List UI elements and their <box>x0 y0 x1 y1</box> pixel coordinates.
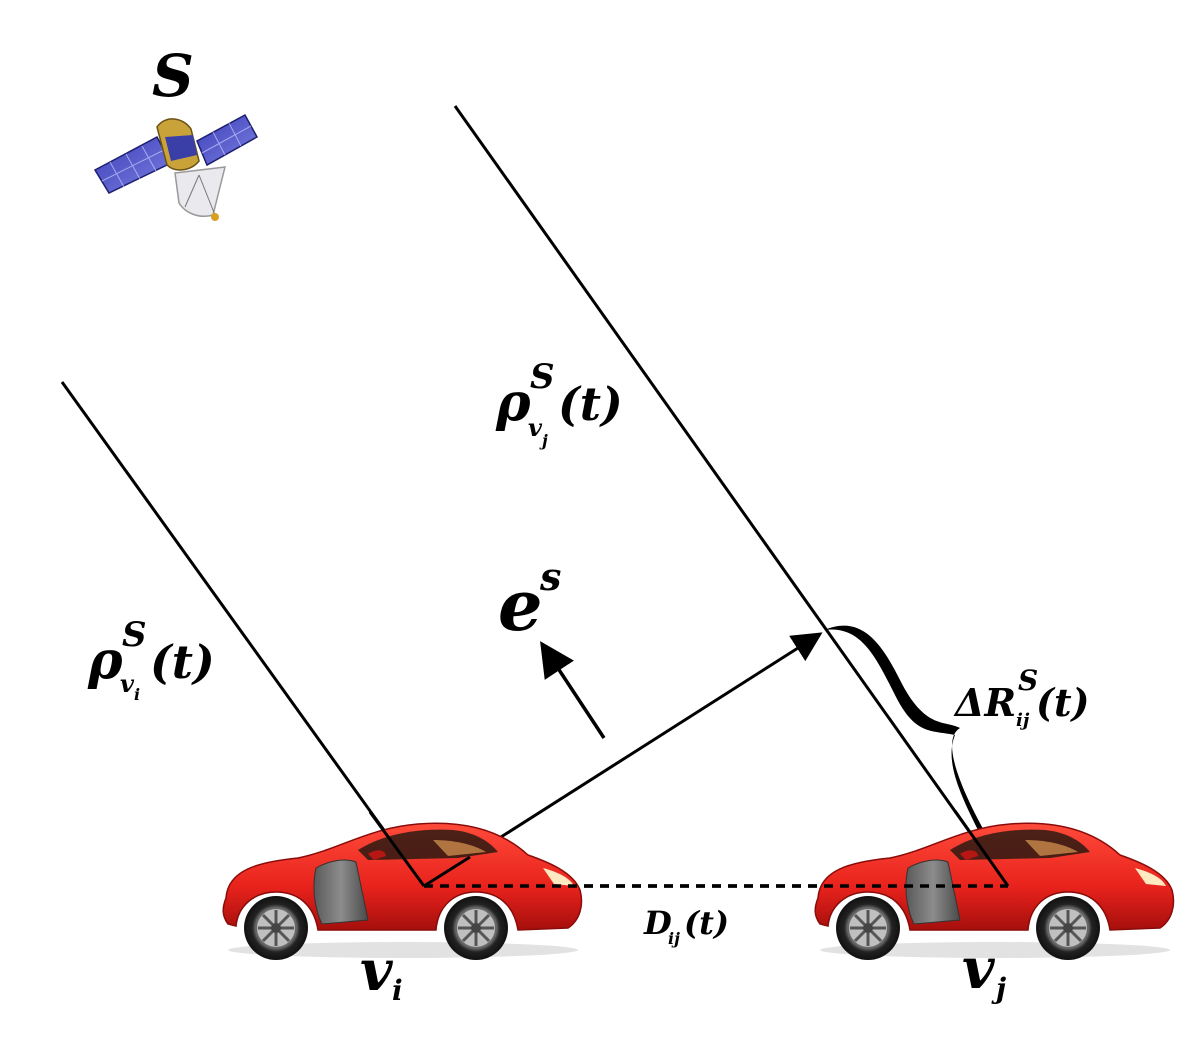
svg-text:i: i <box>392 974 403 1007</box>
svg-text:ρ: ρ <box>87 630 123 691</box>
vehicle-j-label: v j <box>962 936 1006 1005</box>
svg-text:ΔR: ΔR <box>953 680 1016 725</box>
signal-line-j <box>453 105 1010 887</box>
signal-line-i <box>60 381 426 887</box>
svg-text:(t): (t) <box>150 635 215 689</box>
range-i-label: ρ S v i (t) <box>87 615 215 704</box>
satellite-label: S <box>152 42 194 110</box>
svg-text:(t): (t) <box>684 904 729 942</box>
svg-text:S: S <box>1018 664 1038 697</box>
svg-text:e: e <box>498 564 543 647</box>
svg-text:v: v <box>120 669 135 698</box>
svg-text:(t): (t) <box>558 377 623 431</box>
vehicle-i-label: v i <box>360 938 403 1007</box>
inter-vehicle-distance-label: D ij (t) <box>643 904 729 948</box>
svg-text:i: i <box>134 685 140 704</box>
svg-text:s: s <box>539 554 561 599</box>
svg-text:j: j <box>539 431 548 450</box>
svg-text:ij: ij <box>668 929 680 948</box>
svg-text:(t): (t) <box>1036 680 1090 725</box>
satellite-icon <box>93 113 259 221</box>
svg-text:ρ: ρ <box>495 372 531 433</box>
unit-vector-label: e s <box>498 554 561 647</box>
range-j-label: ρ S v j (t) <box>495 357 623 450</box>
svg-text:ij: ij <box>1016 710 1030 731</box>
svg-text:v: v <box>360 938 394 1004</box>
svg-text:S: S <box>122 615 147 655</box>
svg-text:D: D <box>643 904 672 942</box>
svg-text:S: S <box>530 357 555 397</box>
vehicle-i-car-icon <box>221 821 583 962</box>
svg-text:v: v <box>528 413 543 442</box>
range-difference-label: ΔR S ij (t) <box>953 664 1090 731</box>
unit-vector-arrow <box>540 641 606 739</box>
svg-text:v: v <box>962 936 996 1002</box>
